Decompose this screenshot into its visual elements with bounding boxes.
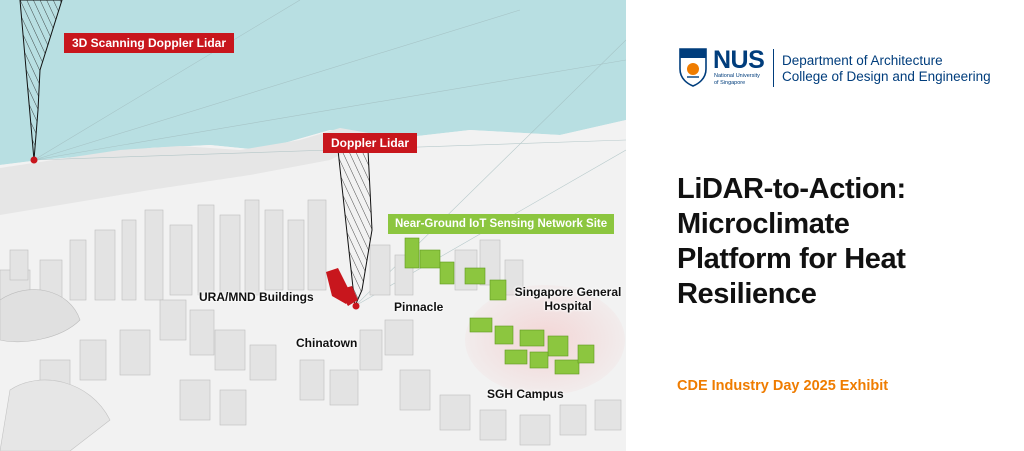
- exhibit-subtitle: CDE Industry Day 2025 Exhibit: [677, 378, 889, 394]
- doppler-lidar-label: Doppler Lidar: [323, 133, 418, 153]
- sgh-label: Singapore General Hospital: [513, 285, 623, 313]
- chinatown-label: Chinatown: [296, 336, 358, 350]
- city-map-graphic: [0, 0, 626, 451]
- doppler-lidar-marker: [352, 302, 360, 310]
- sgh-campus-label: SGH Campus: [487, 387, 564, 401]
- nus-sub-line2: of Singapore: [714, 79, 746, 86]
- scanning-lidar-beam: [19, 0, 63, 161]
- title-line: Resilience: [677, 278, 817, 310]
- city-lidar-illustration: 3D Scanning Doppler Lidar Doppler Lidar …: [0, 0, 626, 451]
- department-name: Department of Architecture: [782, 53, 943, 68]
- nus-logo-block: NUS National University of Singapore Dep…: [678, 46, 991, 91]
- doppler-lidar-beam: [337, 149, 373, 308]
- title-line: LiDAR-to-Action:: [677, 173, 906, 205]
- nus-wordmark: NUS: [713, 46, 765, 74]
- iot-buildings: [404, 237, 595, 375]
- ura-mnd-buildings-shape: [326, 268, 358, 306]
- title-panel: NUS National University of Singapore Dep…: [626, 0, 1024, 451]
- title-line: Platform for Heat: [677, 243, 906, 275]
- logo-divider: [773, 49, 774, 87]
- sgh-label-line2: Hospital: [544, 299, 592, 313]
- pinnacle-label: Pinnacle: [394, 300, 444, 314]
- nus-sub-line1: National University: [714, 73, 760, 79]
- nus-subtitle: National University of Singapore: [714, 73, 760, 86]
- nus-crest-icon: [679, 48, 707, 87]
- sgh-campus-zone: [465, 285, 625, 395]
- scanning-lidar-marker: [30, 156, 38, 164]
- exhibit-title: LiDAR-to-Action: Microclimate Platform f…: [677, 172, 997, 312]
- title-line: Microclimate: [677, 208, 850, 240]
- sgh-label-line1: Singapore General: [514, 285, 622, 299]
- scanning-lidar-label: 3D Scanning Doppler Lidar: [64, 33, 235, 53]
- iot-site-label: Near-Ground IoT Sensing Network Site: [388, 214, 615, 234]
- college-name: College of Design and Engineering: [782, 69, 991, 84]
- ura-mnd-label: URA/MND Buildings: [199, 290, 314, 304]
